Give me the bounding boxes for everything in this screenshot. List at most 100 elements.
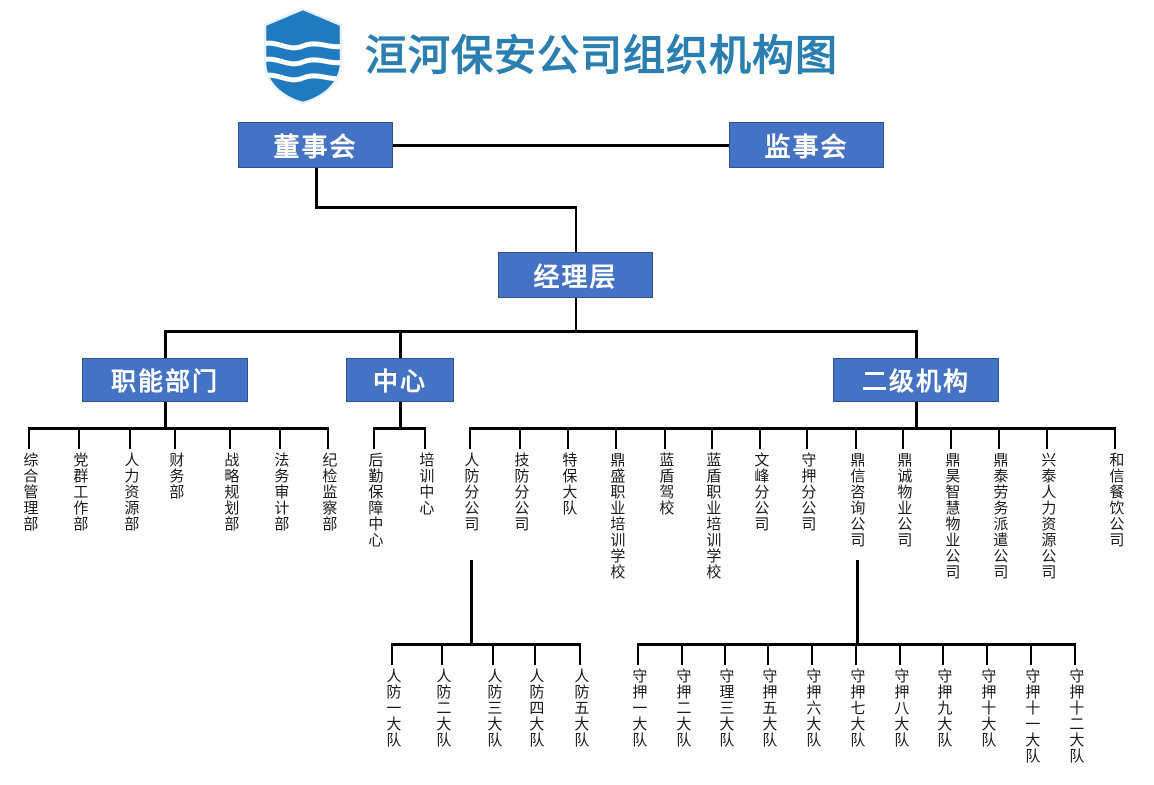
renfang_brigades-item[interactable]: 人防二大队 [434, 668, 451, 748]
shouya_brigades-stub [636, 643, 640, 665]
secondary_units-stub [805, 427, 809, 449]
renfang_brigades-item[interactable]: 人防五大队 [572, 668, 589, 748]
shouya_brigades-stub [898, 643, 902, 665]
connector-renfang-bus [392, 643, 580, 646]
shouya_brigades-item[interactable]: 守押六大队 [804, 668, 821, 748]
functional_departments-item[interactable]: 综合管理部 [21, 452, 38, 532]
secondary_units-item[interactable]: 和信餐饮公司 [1107, 452, 1124, 548]
connector-center-bus [374, 427, 425, 430]
node-supervisors[interactable]: 监事会 [729, 122, 884, 168]
shouya_brigades-stub [766, 643, 770, 665]
shouya_brigades-item[interactable]: 守押九大队 [935, 668, 952, 748]
connector-tier2-bus [164, 330, 916, 333]
centers-stub [423, 427, 427, 449]
renfang_brigades-item[interactable]: 人防一大队 [384, 668, 401, 748]
secondary_units-stub [901, 427, 905, 449]
functional_departments-item[interactable]: 法务审计部 [272, 452, 289, 532]
secondary_units-stub [949, 427, 953, 449]
secondary_units-stub [758, 427, 762, 449]
shouya_brigades-item[interactable]: 守押八大队 [892, 668, 909, 748]
node-supervisors-label: 监事会 [764, 131, 849, 162]
secondary_units-stub [518, 427, 522, 449]
functional_departments-stub [326, 427, 330, 449]
connector-renfang-down [470, 560, 473, 645]
shouya_brigades-item[interactable]: 守押二大队 [674, 668, 691, 748]
secondary_units-item[interactable]: 人防分公司 [462, 452, 479, 532]
node-board[interactable]: 董事会 [238, 122, 393, 168]
shouya_brigades-stub [985, 643, 989, 665]
secondary_units-item[interactable]: 鼎昊智慧物业公司 [943, 452, 960, 580]
secondary_units-item[interactable]: 蓝盾驾校 [657, 452, 674, 516]
renfang_brigades-item[interactable]: 人防三大队 [485, 668, 502, 748]
shouya_brigades-stub [810, 643, 814, 665]
connector-bus-center [399, 330, 402, 358]
shouya_brigades-stub [941, 643, 945, 665]
connector-secondary-down [915, 402, 918, 429]
centers-stub [372, 427, 376, 449]
connector-center-down [399, 402, 402, 429]
secondary_units-item[interactable]: 鼎盛职业培训学校 [608, 452, 625, 580]
secondary_units-stub [1045, 427, 1049, 449]
secondary_units-stub [614, 427, 618, 449]
shouya_brigades-stub [854, 643, 858, 665]
secondary_units-item[interactable]: 守押分公司 [799, 452, 816, 532]
secondary_units-item[interactable]: 鼎泰劳务派遣公司 [991, 452, 1008, 580]
secondary_units-item[interactable]: 特保大队 [560, 452, 577, 516]
shouya_brigades-stub [1029, 643, 1033, 665]
node-management-label: 经理层 [533, 261, 618, 292]
node-secondary-label: 二级机构 [861, 368, 970, 396]
functional_departments-stub [128, 427, 132, 449]
connector-board-elbow [315, 206, 577, 209]
shouya_brigades-item[interactable]: 守押五大队 [760, 668, 777, 748]
shouya_brigades-item[interactable]: 守押十大队 [979, 668, 996, 748]
centers-item[interactable]: 后勤保障中心 [366, 452, 383, 548]
functional_departments-stub [27, 427, 31, 449]
secondary_units-stub [997, 427, 1001, 449]
node-functional-departments[interactable]: 职能部门 [82, 358, 248, 402]
shouya_brigades-item[interactable]: 守押十一大队 [1023, 668, 1040, 764]
connector-board-supervisors [393, 144, 729, 147]
node-secondary-orgs[interactable]: 二级机构 [833, 358, 999, 402]
secondary_units-item[interactable]: 兴泰人力资源公司 [1039, 452, 1056, 580]
node-center[interactable]: 中心 [346, 358, 454, 402]
shield-wave-logo [255, 6, 351, 106]
connector-shouya-down [856, 560, 859, 645]
shouya_brigades-stub [680, 643, 684, 665]
functional_departments-item[interactable]: 财务部 [167, 452, 184, 500]
functional_departments-item[interactable]: 党群工作部 [71, 452, 88, 532]
node-management[interactable]: 经理层 [498, 252, 653, 298]
secondary_units-stub [854, 427, 858, 449]
shouya_brigades-stub [723, 643, 727, 665]
functional_departments-stub [228, 427, 232, 449]
page-title: 洹河保安公司组织机构图 [365, 32, 839, 79]
renfang_brigades-stub [533, 643, 537, 665]
renfang_brigades-stub [440, 643, 444, 665]
functional_departments-stub [278, 427, 282, 449]
shouya_brigades-item[interactable]: 守押十二大队 [1067, 668, 1084, 764]
connector-bus-secondary [915, 330, 918, 358]
centers-item[interactable]: 培训中心 [417, 452, 434, 516]
connector-elbow-management [574, 206, 577, 252]
functional_departments-item[interactable]: 人力资源部 [122, 452, 139, 532]
functional_departments-item[interactable]: 纪检监察部 [320, 452, 337, 532]
secondary_units-item[interactable]: 文峰分公司 [752, 452, 769, 532]
secondary_units-stub [566, 427, 570, 449]
secondary_units-item[interactable]: 鼎信咨询公司 [848, 452, 865, 548]
shouya_brigades-item[interactable]: 守理三大队 [717, 668, 734, 748]
functional_departments-stub [173, 427, 177, 449]
secondary_units-item[interactable]: 鼎诚物业公司 [895, 452, 912, 548]
secondary_units-item[interactable]: 蓝盾职业培训学校 [704, 452, 721, 580]
renfang_brigades-item[interactable]: 人防四大队 [527, 668, 544, 748]
connector-bus-functional [164, 330, 167, 358]
node-board-label: 董事会 [273, 131, 358, 162]
secondary_units-stub [468, 427, 472, 449]
shouya_brigades-item[interactable]: 守押七大队 [848, 668, 865, 748]
connector-functional-down [164, 402, 167, 429]
secondary_units-stub [710, 427, 714, 449]
connector-board-down [315, 168, 318, 208]
shouya_brigades-item[interactable]: 守押一大队 [630, 668, 647, 748]
functional_departments-item[interactable]: 战略规划部 [222, 452, 239, 532]
renfang_brigades-stub [390, 643, 394, 665]
secondary_units-item[interactable]: 技防分公司 [512, 452, 529, 532]
